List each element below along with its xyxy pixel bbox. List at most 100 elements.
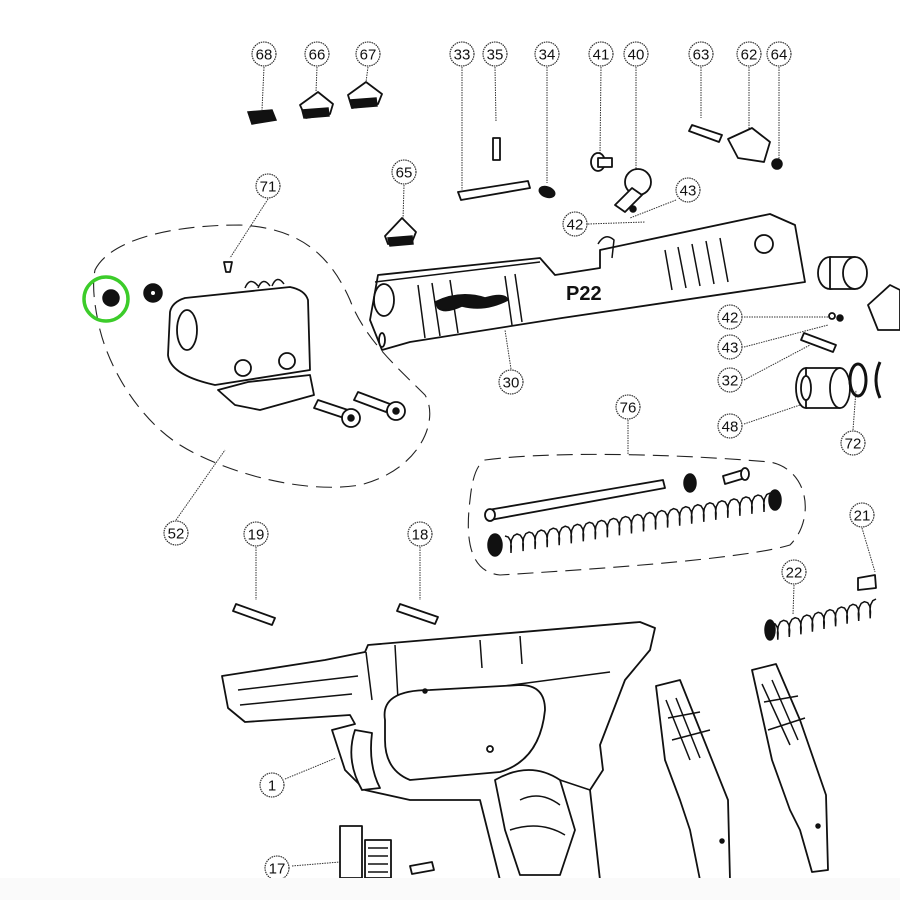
- callout-circle: [736, 41, 762, 67]
- callout-48: 48: [717, 413, 743, 439]
- callout-circle: [255, 173, 281, 199]
- callout-number: 18: [412, 527, 429, 544]
- callout-number: 35: [487, 47, 504, 64]
- highlight-ring: [82, 275, 130, 323]
- callout-66: 66: [304, 41, 330, 67]
- part-right-lever: [867, 284, 900, 331]
- callout-17: 17: [264, 855, 290, 881]
- callout-circle: [717, 334, 743, 360]
- part-48-bushing: [795, 367, 851, 409]
- callout-circle: [449, 41, 475, 67]
- callout-63: 63: [688, 41, 714, 67]
- callout-circle: [717, 367, 743, 393]
- callout-21: 21: [849, 502, 875, 528]
- callout-circle: [766, 41, 792, 67]
- callout-number: 22: [786, 565, 803, 582]
- callout-number: 72: [845, 436, 862, 453]
- part-64-ball: [771, 158, 783, 170]
- callout-number: 1: [268, 778, 276, 795]
- callout-number: 21: [854, 508, 871, 525]
- callout-circle: [717, 304, 743, 330]
- callout-number: 41: [593, 47, 610, 64]
- callout-22: 22: [781, 559, 807, 585]
- callout-42: 42: [717, 304, 743, 330]
- callout-43: 43: [675, 177, 701, 203]
- part-barrel-bushing: [817, 256, 868, 290]
- part-grip-panel-left: [655, 679, 731, 881]
- part-67-rear-sight-blade: [347, 81, 383, 109]
- callout-circle: [562, 211, 588, 237]
- callout-circle: [251, 41, 277, 67]
- callout-circle: [840, 430, 866, 456]
- callout-number: 42: [567, 217, 584, 234]
- callout-number: 52: [168, 526, 185, 543]
- bottom-band: [0, 878, 900, 900]
- callout-71: 71: [255, 173, 281, 199]
- callout-number: 19: [248, 527, 265, 544]
- callout-circle: [717, 413, 743, 439]
- callout-number: 66: [309, 47, 326, 64]
- callout-67: 67: [355, 41, 381, 67]
- highlighted-black-disc: [102, 289, 120, 307]
- part-76-screw: [722, 467, 750, 485]
- part-42-detent: [828, 312, 844, 322]
- part-17-trigger-bar: [339, 825, 435, 879]
- part-76-guide-rod: [484, 479, 666, 522]
- callout-34: 34: [534, 41, 560, 67]
- callout-76: 76: [615, 394, 641, 420]
- part-76-recoil-spring: [487, 489, 782, 557]
- callout-number: 17: [269, 861, 286, 878]
- callout-circle: [781, 559, 807, 585]
- callout-40: 40: [623, 41, 649, 67]
- part-41-screw: [590, 152, 613, 172]
- callout-circle: [407, 521, 433, 547]
- callout-number: 67: [360, 47, 377, 64]
- callout-circle: [615, 394, 641, 420]
- part-30-slide: P22: [369, 213, 806, 351]
- callout-circle: [355, 41, 381, 67]
- part-66-rear-sight-blade: [299, 91, 334, 119]
- part-19-pin: [232, 603, 276, 626]
- callout-circle: [849, 502, 875, 528]
- part-22-spring: [764, 598, 877, 641]
- callout-number: 42: [722, 310, 739, 327]
- callout-circle: [688, 41, 714, 67]
- part-grip-panel-right: [751, 663, 829, 873]
- callout-number: 63: [693, 47, 710, 64]
- callout-number: 30: [503, 375, 520, 392]
- callout-number: 68: [256, 47, 273, 64]
- callout-number: 65: [396, 165, 413, 182]
- callout-72: 72: [840, 430, 866, 456]
- callout-circle: [534, 41, 560, 67]
- part-62-rear-sight-base: [727, 127, 771, 163]
- callout-62: 62: [736, 41, 762, 67]
- part-40-lever: [614, 168, 652, 213]
- part-18-pin: [396, 603, 439, 625]
- callout-68: 68: [251, 41, 277, 67]
- part-52-screw-b: [353, 391, 406, 421]
- callout-32: 32: [717, 367, 743, 393]
- slide-marking: P22: [566, 283, 602, 305]
- part-32-pin: [800, 332, 837, 353]
- callout-33: 33: [449, 41, 475, 67]
- callout-number: 71: [260, 179, 277, 196]
- callout-43: 43: [717, 334, 743, 360]
- callout-number: 43: [722, 340, 739, 357]
- callout-circle: [163, 520, 189, 546]
- callout-circle: [391, 159, 417, 185]
- callout-circle: [498, 369, 524, 395]
- callout-19: 19: [243, 521, 269, 547]
- callout-42: 42: [562, 211, 588, 237]
- part-52-screw-a: [313, 399, 361, 428]
- part-76-washer: [683, 473, 697, 493]
- part-1-frame: [221, 621, 656, 881]
- part-65-front-sight: [384, 217, 417, 247]
- callout-circle: [304, 41, 330, 67]
- part-34-spring: [538, 185, 556, 199]
- callout-circle: [623, 41, 649, 67]
- part-72-o-ring: [848, 361, 882, 399]
- group-52-outline: [93, 224, 431, 488]
- callout-52: 52: [163, 520, 189, 546]
